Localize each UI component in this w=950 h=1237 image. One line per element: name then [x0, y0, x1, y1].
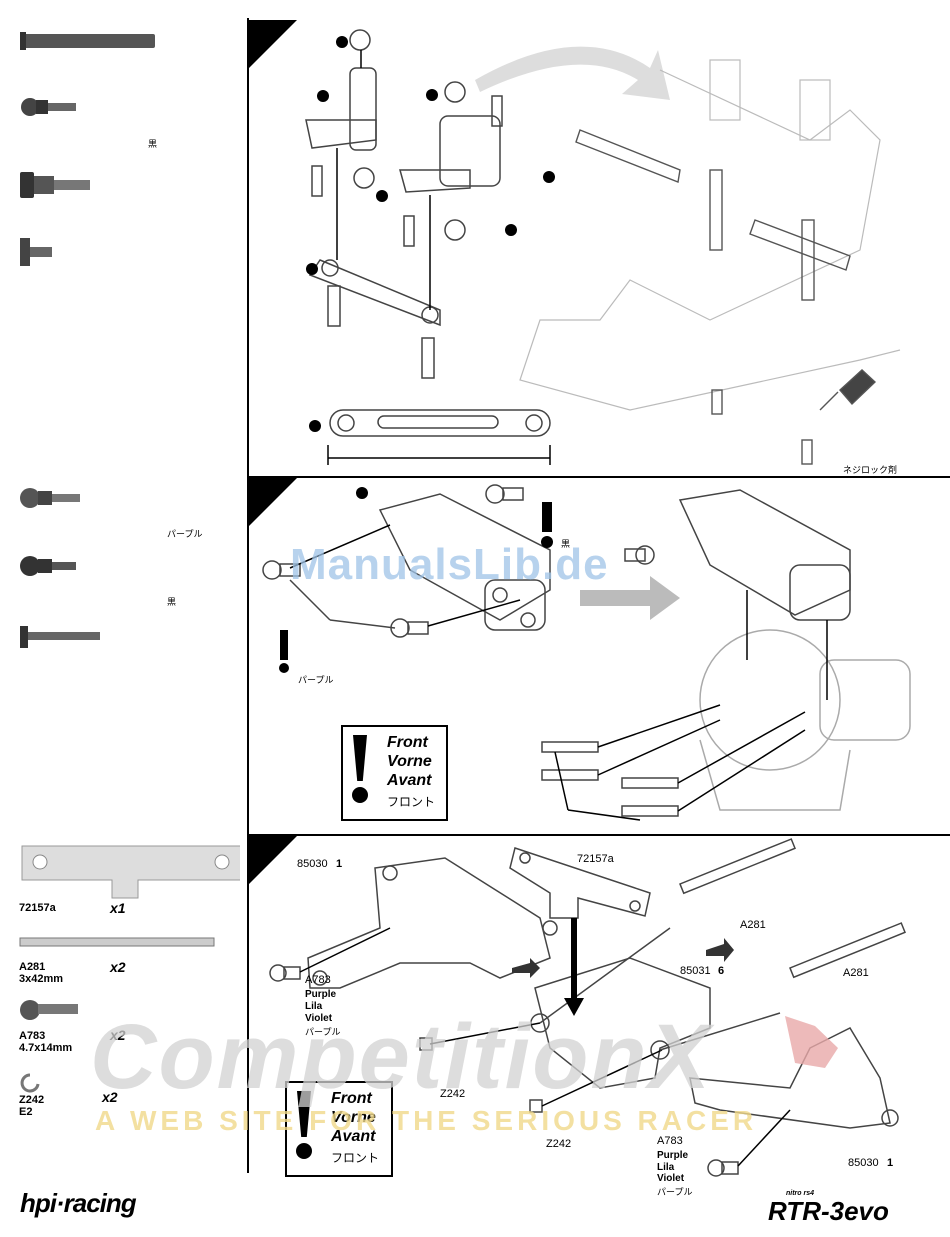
front-note-box-1: Front Vorne Avant フロント — [341, 725, 448, 821]
manualslib-watermark: ManualsLib.de — [290, 540, 609, 589]
note-jp: フロント — [331, 1151, 380, 1165]
note-line3: Avant — [387, 772, 432, 789]
front-note-box-2: Front Vorne Avant フロント — [285, 1081, 393, 1177]
part-desc-a281: 3x42mm — [19, 973, 64, 985]
black-jp-label-side: 黒 — [561, 539, 571, 549]
black-jp-label-2: 黒 — [167, 597, 177, 607]
section-divider-1 — [247, 476, 950, 478]
step-bullet — [317, 90, 329, 102]
callout-a783-left: A783 — [305, 974, 331, 986]
callout-85030-bottom: 85030 — [848, 1157, 879, 1169]
violet-left: Violet — [305, 1013, 333, 1024]
step-corner-marker-2 — [249, 478, 297, 526]
hpi-racing-logo: hpi·racing — [20, 1188, 137, 1218]
purple-jp-left: パープル — [305, 1027, 341, 1037]
vertical-divider — [247, 18, 249, 1173]
callout-a281-2: A281 — [843, 967, 869, 979]
part-desc-a783: 4.7x14mm — [19, 1042, 73, 1054]
callout-85030-bottom-num: 1 — [887, 1157, 894, 1169]
nitro-rs4-label: nitro rs4 — [786, 1190, 815, 1197]
rtr3evo-logo: RTR-3evo — [768, 1196, 889, 1226]
part-qty-72157a: x1 — [110, 900, 126, 916]
purple-jp-right: パープル — [657, 1187, 693, 1197]
purple-right: Purple — [657, 1150, 689, 1161]
callout-72157a: 72157a — [577, 853, 614, 865]
exclamation-icon — [353, 735, 367, 781]
competitionx-watermark: CompetitionX — [90, 1006, 712, 1108]
note-line3: Avant — [331, 1128, 376, 1145]
section1-parts-illustrations — [20, 32, 155, 266]
part-code-z242: Z242 — [19, 1094, 45, 1106]
note-jp: フロント — [387, 795, 436, 809]
step-bullet — [505, 224, 517, 236]
part-code-72157a: 72157a — [19, 902, 56, 914]
callout-z242-1: Z242 — [440, 1088, 466, 1100]
loctite-note: ネジロック剤 — [843, 465, 898, 475]
part-qty-z242: x2 — [102, 1089, 118, 1105]
part-qty-a783: x2 — [110, 1027, 126, 1043]
front-arm-assembly-diagram — [269, 838, 906, 1177]
step-corner-marker-3 — [249, 836, 297, 884]
callout-85031-num: 6 — [718, 965, 725, 977]
callout-a281-1: A281 — [740, 919, 766, 931]
exclamation-icon — [297, 1091, 311, 1137]
step-bullet — [309, 420, 321, 432]
callout-z242-2: Z242 — [546, 1138, 572, 1150]
step-bullet — [306, 263, 318, 275]
tagline-watermark: A WEB SITE FOR THE SERIOUS RACER — [95, 1105, 758, 1136]
part-qty-a281: x2 — [110, 959, 126, 975]
section2-parts-illustrations — [20, 488, 100, 648]
lila-left: Lila — [305, 1001, 323, 1012]
part-code-a281: A281 — [19, 961, 46, 973]
section3-parts-illustrations — [19, 845, 240, 1093]
note-line1: Front — [331, 1090, 372, 1107]
part-code-a783: A783 — [19, 1030, 46, 1042]
note-line1: Front — [387, 734, 428, 751]
black-jp-label: 黒 — [148, 139, 158, 149]
step-bullet — [336, 36, 348, 48]
step-corner-marker-1 — [249, 20, 297, 68]
step-bullet — [426, 89, 438, 101]
callout-85030-top: 85030 — [297, 858, 328, 870]
callout-85031: 85031 — [680, 965, 711, 977]
step-bullet — [376, 190, 388, 202]
callout-85030-top-num: 1 — [336, 858, 343, 870]
section-divider-2 — [247, 834, 950, 836]
lila-right: Lila — [657, 1162, 675, 1173]
callout-a783-right: A783 — [657, 1135, 683, 1147]
step-bullet — [543, 171, 555, 183]
part-desc-z242: E2 — [19, 1106, 33, 1118]
purple-left: Purple — [305, 989, 337, 1000]
violet-right: Violet — [657, 1173, 685, 1184]
step-bullet — [356, 487, 368, 499]
note-line2: Vorne — [387, 753, 432, 770]
purple-jp-label-2: パープル — [298, 675, 334, 685]
note-line2: Vorne — [331, 1109, 376, 1126]
purple-jp-label-1: パープル — [167, 529, 203, 539]
steering-assembly-diagram — [305, 29, 901, 465]
front-bulkhead-diagram — [262, 484, 911, 821]
